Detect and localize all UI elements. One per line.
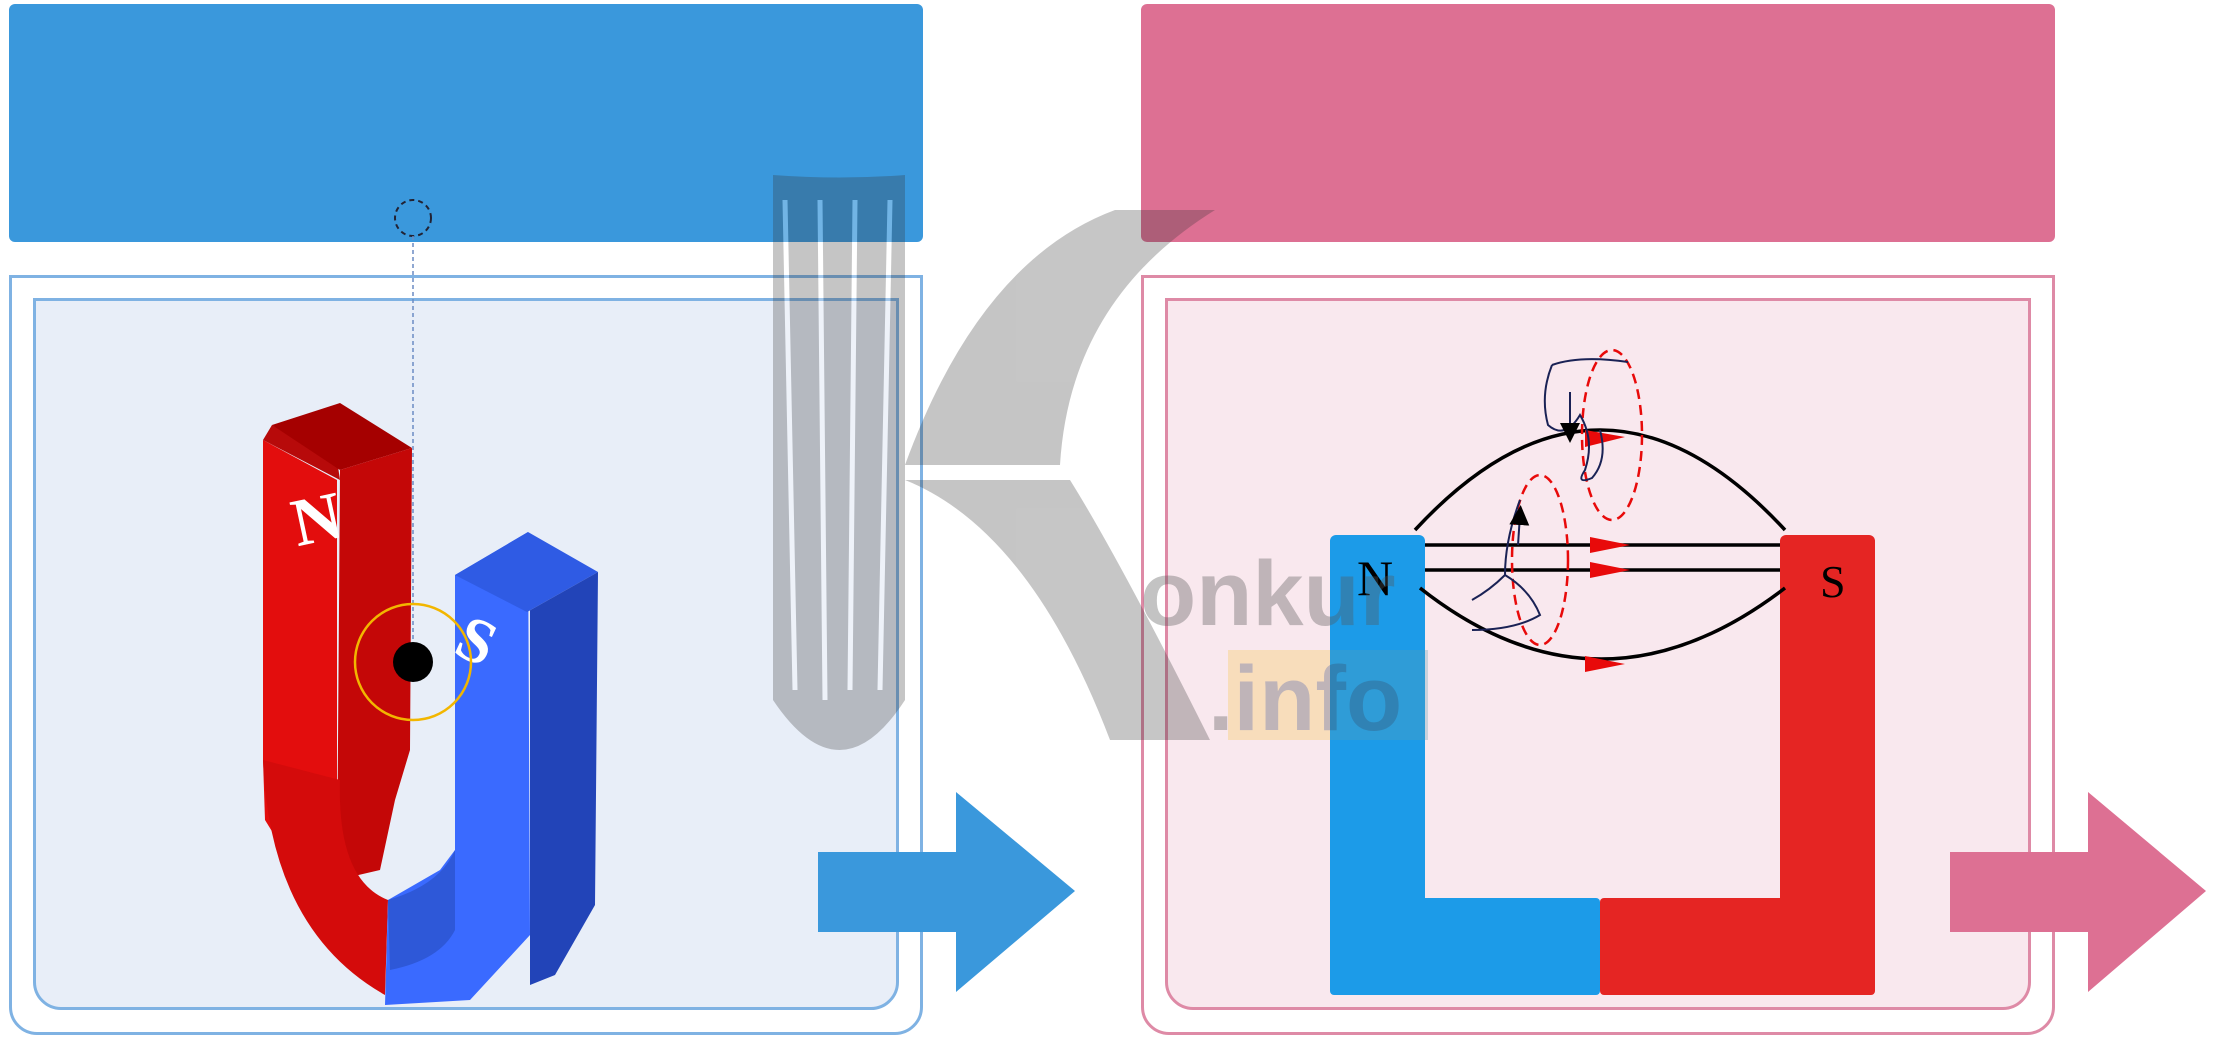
left-header-bar xyxy=(9,4,923,242)
right-header-bar xyxy=(1141,4,2055,242)
left-panel-inner xyxy=(33,298,899,1010)
right-panel-inner xyxy=(1165,298,2031,1010)
